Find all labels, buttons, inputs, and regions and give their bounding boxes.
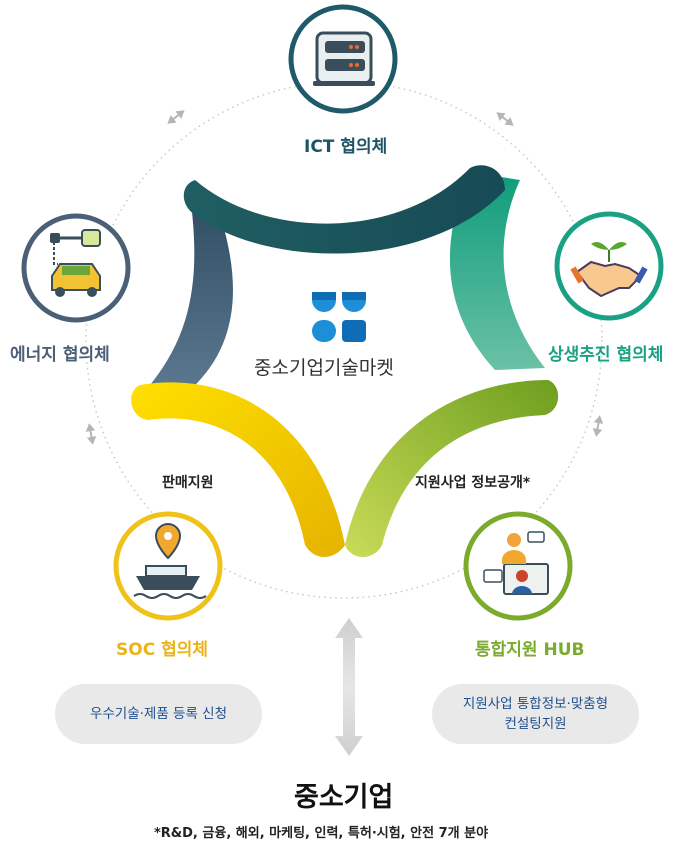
ship-location-icon xyxy=(113,511,223,621)
consulting-pill-line1: 지원사업 통합정보·맞춤형 xyxy=(462,696,609,712)
server-icon xyxy=(288,4,398,114)
edge-label-right: 지원사업 정보공개* xyxy=(415,475,531,491)
ev-car-icon xyxy=(21,213,131,323)
center-name: 중소기업기술마켓 xyxy=(254,357,394,379)
edge-label-left: 판매지원 xyxy=(162,475,214,491)
register-pill-text: 우수기술·제품 등록 신청 xyxy=(89,706,228,722)
bottom-footnote: *R&D, 금융, 해외, 마케팅, 인력, 특허·시험, 안전 7개 분야 xyxy=(154,826,489,841)
ict-label: ICT 협의체 xyxy=(304,137,388,157)
consulting-pill-line2: 컨설팅지원 xyxy=(504,716,567,732)
video-meeting-icon xyxy=(463,511,573,621)
mutual-label: 상생추진 협의체 xyxy=(548,345,664,365)
energy-label: 에너지 협의체 xyxy=(10,345,110,365)
register-pill: 우수기술·제품 등록 신청 xyxy=(55,684,262,744)
hub-label: 통합지원 HUB xyxy=(475,640,585,660)
double-arrow-icon xyxy=(335,618,363,756)
soc-label: SOC 협의체 xyxy=(116,640,209,660)
handshake-icon xyxy=(554,211,664,321)
bottom-title: 중소기업 xyxy=(294,782,394,813)
company-logo-icon xyxy=(312,292,366,342)
consulting-pill: 지원사업 통합정보·맞춤형 컨설팅지원 xyxy=(432,684,639,744)
